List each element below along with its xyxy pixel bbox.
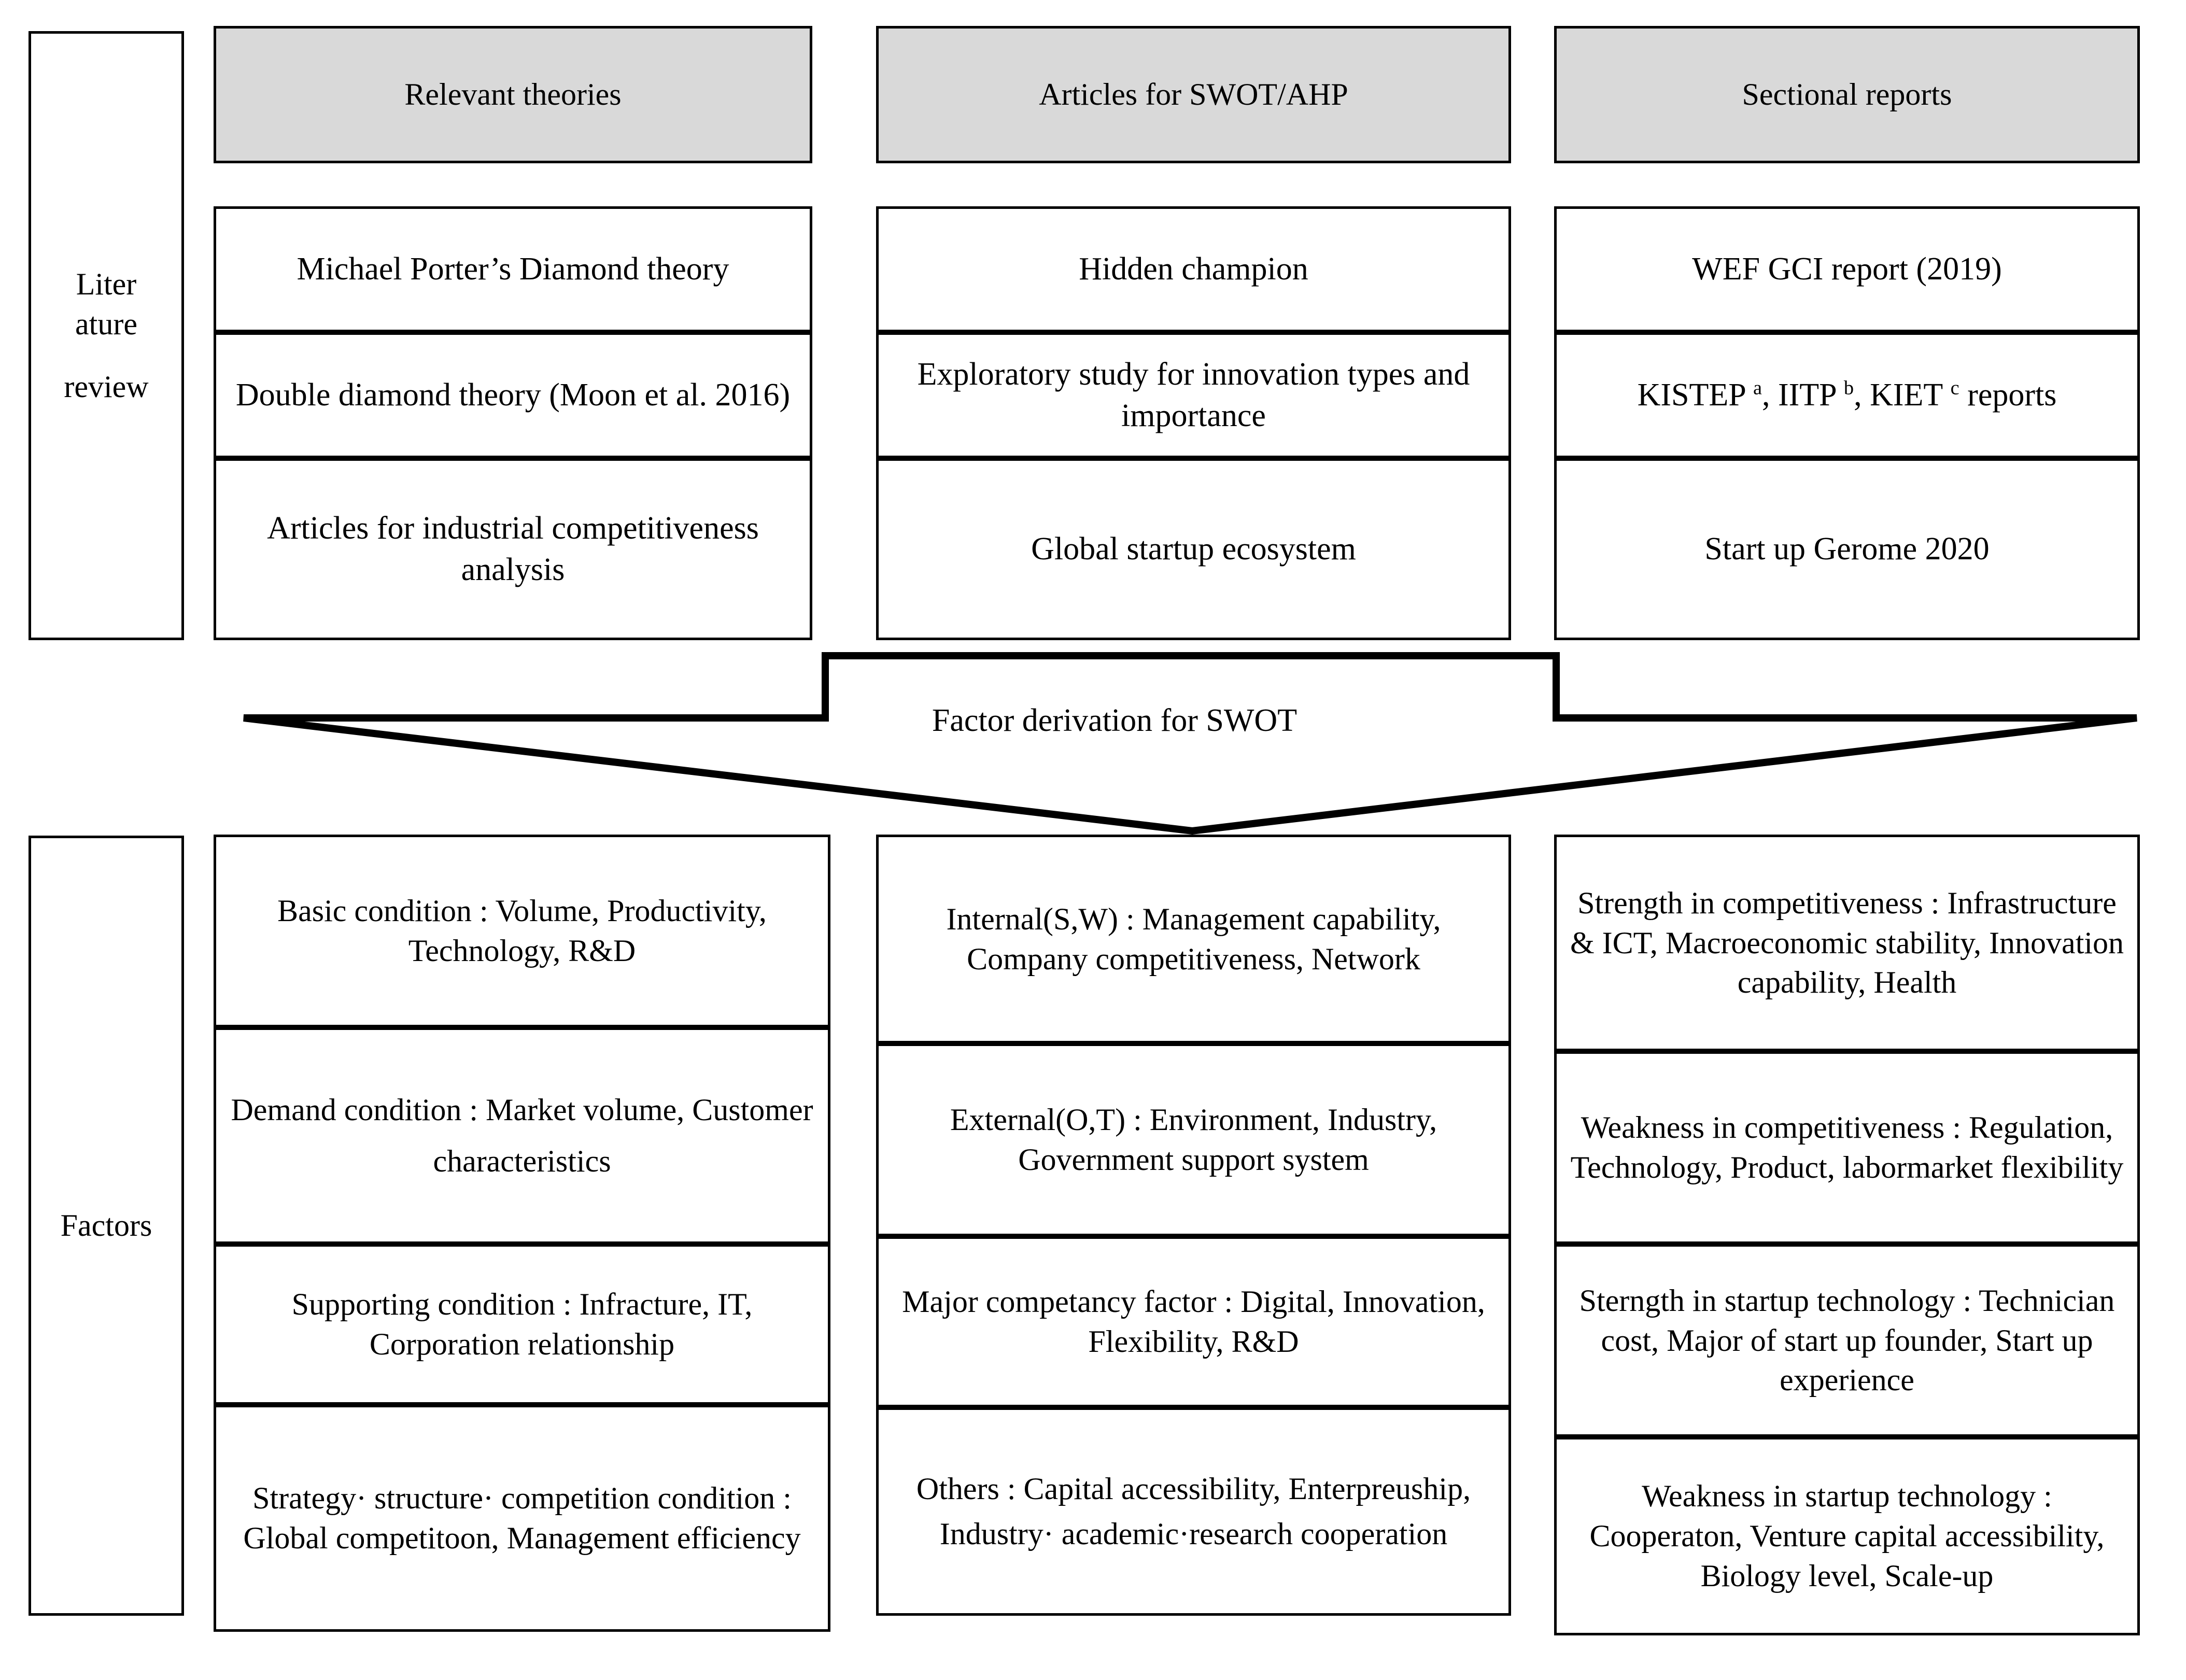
cell-text: Hidden champion	[1079, 251, 1308, 287]
arrow-label: Factor derivation for SWOT	[932, 703, 1298, 738]
section-label-factors: Factors	[29, 836, 184, 1616]
factor-cell-porter-2: Demand condition : Market volume, Custom…	[214, 1027, 830, 1244]
lit-cell-swot-2: Exploratory study for innovation types a…	[876, 332, 1511, 458]
cell-text: Supporting condition : Infracture, IT, C…	[291, 1287, 753, 1361]
cell-text: Michael Porter’s Diamond theory	[297, 251, 729, 287]
factor-cell-report-4: Weakness in startup technology : Coopera…	[1554, 1437, 2140, 1635]
lit-cell-theories-3: Articles for industrial competitiveness …	[214, 458, 812, 640]
cell-text: Double diamond theory (Moon et al. 2016)	[235, 377, 791, 413]
cell-text: Start up Gerome 2020	[1704, 531, 1990, 567]
cell-text: WEF GCI report (2019)	[1692, 251, 2002, 287]
cell-text: Articles for industrial competitiveness …	[267, 511, 759, 587]
cell-text: Sterngth in startup technology : Technic…	[1579, 1283, 2115, 1397]
cell-text: Basic condition : Volume, Productivity, …	[277, 894, 767, 968]
factor-cell-swot-1: Internal(S,W) : Management capability, C…	[876, 835, 1511, 1043]
lit-cell-theories-1: Michael Porter’s Diamond theory	[214, 206, 812, 332]
cell-text: Exploratory study for innovation types a…	[917, 357, 1470, 433]
cell-text: KISTEP a, IITP b, KIET c reports	[1637, 377, 2057, 413]
column-header-label: Articles for SWOT/AHP	[1039, 77, 1348, 112]
section-label-line-2: ature	[75, 307, 137, 342]
section-label-line-3: review	[64, 369, 149, 404]
factor-cell-swot-3: Major competancy factor : Digital, Innov…	[876, 1236, 1511, 1407]
cell-text: Major competancy factor : Digital, Innov…	[902, 1284, 1485, 1359]
column-header-label: Sectional reports	[1742, 77, 1952, 112]
column-header-label: Relevant theories	[404, 77, 622, 112]
lit-cell-reports-1: WEF GCI report (2019)	[1554, 206, 2140, 332]
factor-cell-report-3: Sterngth in startup technology : Technic…	[1554, 1244, 2140, 1437]
lit-cell-reports-2: KISTEP a, IITP b, KIET c reports	[1554, 332, 2140, 458]
lit-cell-swot-3: Global startup ecosystem	[876, 458, 1511, 640]
factor-cell-report-2: Weakness in competitiveness : Regulation…	[1554, 1051, 2140, 1244]
cell-text: Demand condition : Market volume, Custom…	[231, 1093, 813, 1178]
factor-cell-porter-1: Basic condition : Volume, Productivity, …	[214, 835, 830, 1027]
factor-cell-swot-2: External(O,T) : Environment, Industry, G…	[876, 1043, 1511, 1236]
section-label-line-1: Factors	[60, 1208, 152, 1243]
cell-text: Strength in competitiveness : Infrastruc…	[1570, 885, 2124, 1000]
cell-text: Strategy· structure· competition conditi…	[243, 1481, 801, 1555]
factor-derivation-arrow	[0, 643, 2186, 840]
factor-cell-porter-3: Supporting condition : Infracture, IT, C…	[214, 1244, 830, 1405]
column-header-sectional-reports: Sectional reports	[1554, 26, 2140, 163]
lit-cell-reports-3: Start up Gerome 2020	[1554, 458, 2140, 640]
factor-cell-swot-4: Others : Capital accessibility, Enterpre…	[876, 1407, 1511, 1616]
cell-text: Global startup ecosystem	[1031, 531, 1356, 567]
factor-cell-porter-4: Strategy· structure· competition conditi…	[214, 1405, 830, 1632]
cell-text: Internal(S,W) : Management capability, C…	[946, 901, 1441, 976]
cell-text: Others : Capital accessibility, Enterpre…	[916, 1472, 1471, 1551]
cell-text: Weakness in competitiveness : Regulation…	[1570, 1110, 2124, 1184]
lit-cell-swot-1: Hidden champion	[876, 206, 1511, 332]
cell-text: Weakness in startup technology : Coopera…	[1589, 1479, 2105, 1593]
column-header-relevant-theories: Relevant theories	[214, 26, 812, 163]
factor-cell-report-1: Strength in competitiveness : Infrastruc…	[1554, 835, 2140, 1051]
section-label-line-1: Liter	[76, 267, 137, 302]
cell-text: External(O,T) : Environment, Industry, G…	[950, 1103, 1437, 1177]
lit-cell-theories-2: Double diamond theory (Moon et al. 2016)	[214, 332, 812, 458]
column-header-articles-swot-ahp: Articles for SWOT/AHP	[876, 26, 1511, 163]
section-label-literature-review: Liter ature review	[29, 31, 184, 640]
